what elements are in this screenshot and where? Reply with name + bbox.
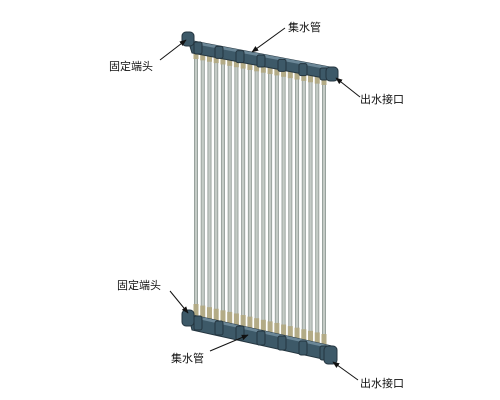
label-fixed-end-top: 固定端头 xyxy=(109,59,153,73)
header-top-arrow xyxy=(251,27,286,53)
top-outlet-cap xyxy=(325,66,339,82)
header-fitting xyxy=(235,50,245,64)
header-fitting xyxy=(298,340,308,356)
bottom-outlet-cap xyxy=(323,345,338,365)
fiber-tube xyxy=(247,59,253,329)
fiber-tube xyxy=(213,53,219,321)
header-fitting xyxy=(193,315,203,331)
outlet-top-arrow xyxy=(335,77,361,98)
label-fixed-end-bottom: 固定端头 xyxy=(117,278,161,292)
fiber-tube xyxy=(227,55,233,324)
fiber-tube xyxy=(308,72,314,343)
fiber-tube xyxy=(193,49,199,316)
fiber-tube xyxy=(200,50,206,318)
fiber-tube xyxy=(294,69,300,340)
hollow-fiber-bundle xyxy=(193,49,327,346)
header-fitting xyxy=(256,330,266,346)
label-outlet-top: 出水接口 xyxy=(360,92,404,106)
top-fixed-end-cap xyxy=(181,31,195,47)
label-header-top: 集水管 xyxy=(288,20,321,34)
fiber-tube xyxy=(314,73,320,345)
bottom-header-pipe xyxy=(181,309,338,365)
header-fitting xyxy=(214,45,224,59)
fiber-tube xyxy=(254,61,260,331)
fiber-tube xyxy=(240,58,246,328)
fiber-tube xyxy=(301,70,307,342)
fiber-tube xyxy=(206,51,212,320)
fiber-tube xyxy=(267,64,273,334)
header-fitting xyxy=(277,58,287,72)
header-fitting xyxy=(256,54,266,68)
fiber-tube xyxy=(281,66,287,337)
fiber-tube xyxy=(274,65,280,335)
header-fitting xyxy=(214,320,224,336)
fiber-tube xyxy=(233,57,239,326)
header-fitting xyxy=(277,335,287,351)
label-outlet-bottom: 出水接口 xyxy=(360,376,404,390)
top-header-pipe xyxy=(181,31,339,82)
fiber-tube xyxy=(260,62,266,332)
fixed-end-top-arrow xyxy=(159,39,187,61)
label-header-bottom: 集水管 xyxy=(171,351,204,365)
fiber-tube xyxy=(287,68,293,339)
header-bottom-arrow xyxy=(209,334,249,352)
outlet-bottom-arrow xyxy=(332,361,359,381)
fixed-end-bottom-arrow xyxy=(169,290,189,314)
header-fitting xyxy=(193,41,203,55)
fiber-tube xyxy=(321,75,327,346)
header-fitting xyxy=(298,63,308,77)
fiber-tube xyxy=(220,54,226,323)
